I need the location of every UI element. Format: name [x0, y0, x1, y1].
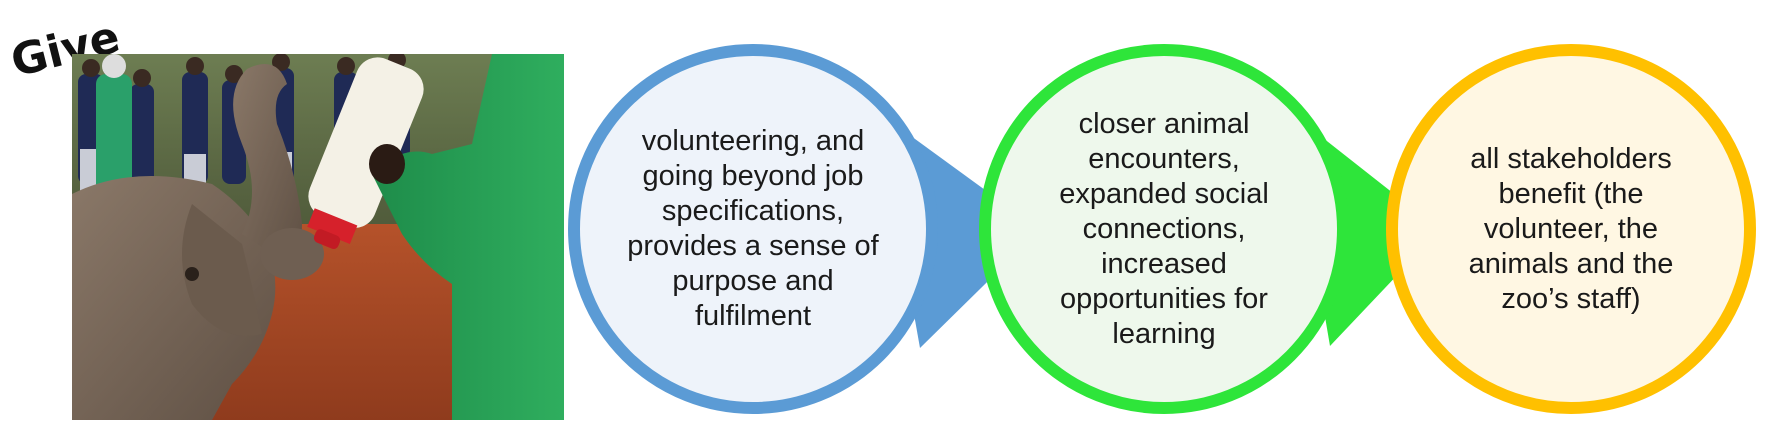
- step-1-text: volunteering, and going beyond job speci…: [627, 125, 879, 332]
- step-1-circle: [568, 44, 938, 414]
- step-2-circle: [979, 44, 1349, 414]
- step-2-text: closer animal encounters, expanded socia…: [1059, 107, 1269, 350]
- step-3-circle: [1386, 44, 1756, 414]
- photo-illustration: [72, 54, 564, 420]
- elephant-feeding-photo: [72, 54, 564, 420]
- step-3-text: all stakeholders benefit (the volunteer,…: [1468, 142, 1674, 315]
